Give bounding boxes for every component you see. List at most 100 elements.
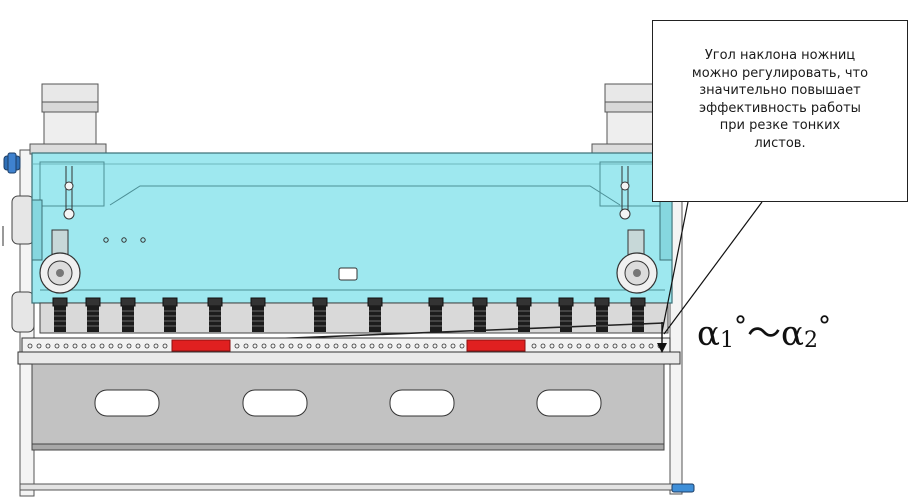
rail-bolt — [243, 343, 249, 349]
rail-bolt — [117, 343, 123, 349]
rail-bolt — [135, 343, 141, 349]
hold-down-cylinder — [630, 297, 646, 332]
angle-arrow-icon — [657, 322, 667, 353]
rail-bolt — [153, 343, 159, 349]
indicator-dot — [121, 237, 127, 243]
rail-bolt — [234, 343, 240, 349]
callout-line: Угол наклона ножниц — [704, 48, 856, 63]
rail-bolt — [630, 343, 636, 349]
left-linkage — [63, 166, 75, 220]
rail-bolt — [162, 343, 168, 349]
hold-down-cylinder — [207, 297, 223, 332]
callout-line: листов. — [754, 135, 806, 151]
rail-bolt — [612, 343, 618, 349]
callout-line: эффективность работы — [699, 100, 861, 116]
blue-foot-pedal — [671, 483, 695, 493]
rail-bolt — [441, 343, 447, 349]
hold-down-cylinder — [558, 297, 574, 332]
alpha1-subscript: 1 — [719, 328, 734, 353]
rail-bolt — [27, 343, 33, 349]
rail-bolt — [90, 343, 96, 349]
rail-bolt — [639, 343, 645, 349]
hold-down-cylinder — [120, 297, 136, 332]
hold-down-cylinder — [594, 297, 610, 332]
hold-down-cylinder — [428, 297, 444, 332]
panel-slot — [389, 389, 455, 417]
alpha2-subscript: 2 — [803, 328, 818, 353]
rail-bolt — [36, 343, 42, 349]
rail-bolt — [333, 343, 339, 349]
right-bracket — [627, 229, 645, 257]
base-bar — [19, 483, 683, 491]
rail-bolt-row — [27, 343, 663, 349]
callout-note: Угол наклона ножниц можно регулировать, … — [652, 20, 908, 202]
rail-bolt — [279, 343, 285, 349]
hold-down-cylinder — [516, 297, 532, 332]
rail-bolt — [315, 343, 321, 349]
alpha1-letter: α — [697, 314, 720, 354]
rail-bolt — [387, 343, 393, 349]
center-label-plate — [338, 267, 358, 281]
callout-leader-line — [663, 201, 763, 335]
rail-bolt — [432, 343, 438, 349]
alpha2-letter: α — [780, 314, 804, 354]
hold-down-cylinder — [162, 297, 178, 332]
hold-down-cylinder — [472, 297, 488, 332]
rail-bolt — [405, 343, 411, 349]
right-roller-wheel — [616, 252, 658, 294]
rail-bolt — [126, 343, 132, 349]
rail-bolt — [63, 343, 69, 349]
rail-bolt — [459, 343, 465, 349]
blue-fitting-icon — [3, 152, 21, 174]
rail-bolt — [396, 343, 402, 349]
hold-down-cylinder — [85, 297, 101, 332]
rail-bolt — [603, 343, 609, 349]
hold-down-cylinders — [52, 297, 646, 332]
rail-bolt — [108, 343, 114, 349]
left-roller-wheel — [39, 252, 81, 294]
lower-frame-panel-base — [31, 443, 665, 451]
rail-bolt — [621, 343, 627, 349]
rail-bolt — [324, 343, 330, 349]
rail-bolt — [648, 343, 654, 349]
blade-holder — [39, 302, 669, 334]
panel-slot — [242, 389, 308, 417]
rail-bolt — [594, 343, 600, 349]
cutter-mark-right — [466, 339, 526, 352]
hold-down-cylinder — [250, 297, 266, 332]
left-top-cylinder — [29, 83, 107, 155]
rail-bolt — [81, 343, 87, 349]
rail-bolt — [342, 343, 348, 349]
rail-bolt — [54, 343, 60, 349]
rail-bolt — [540, 343, 546, 349]
callout-line: значительно повышает — [699, 83, 861, 99]
rail-bolt — [261, 343, 267, 349]
rail-bolt — [450, 343, 456, 349]
degree-sign-1: ° — [733, 312, 747, 342]
indicator-dot — [103, 237, 109, 243]
callout-line: при резке тонких — [719, 118, 841, 134]
rail-bolt — [378, 343, 384, 349]
cutter-mark-left — [171, 339, 231, 352]
rail-bolt — [351, 343, 357, 349]
rail-bolt — [531, 343, 537, 349]
left-side-plate-lower — [11, 291, 35, 333]
rail-bolt — [585, 343, 591, 349]
rail-bolt — [414, 343, 420, 349]
degree-sign-2: ° — [817, 312, 831, 342]
callout-leader-line — [661, 201, 689, 333]
right-linkage — [619, 166, 631, 220]
rail-bolt — [72, 343, 78, 349]
panel-slot — [536, 389, 602, 417]
work-table — [17, 351, 681, 365]
range-tilde: ～ — [746, 314, 781, 354]
hold-down-cylinder — [312, 297, 328, 332]
rail-bolt — [558, 343, 564, 349]
rail-bolt — [252, 343, 258, 349]
rail-bolt — [306, 343, 312, 349]
indicator-dot — [140, 237, 146, 243]
left-bracket — [51, 229, 69, 257]
left-side-plate — [11, 195, 35, 245]
rail-bolt — [369, 343, 375, 349]
